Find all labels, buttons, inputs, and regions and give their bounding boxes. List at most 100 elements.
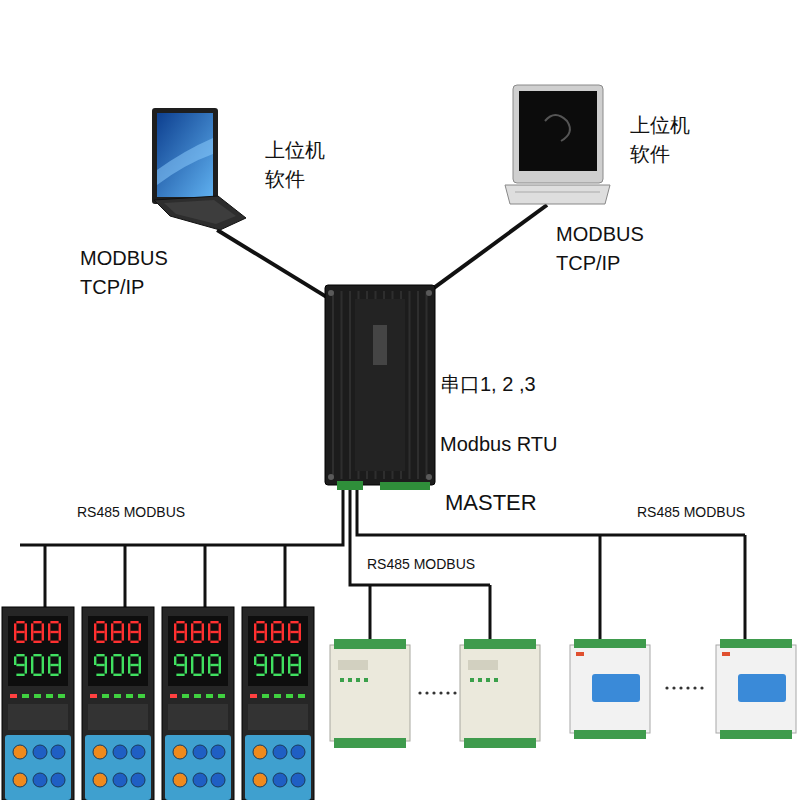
- keypad-button: [13, 773, 27, 787]
- network-cable: [217, 230, 330, 299]
- display-segment: [271, 632, 273, 641]
- front-plate: [355, 299, 405, 471]
- status-led: [348, 678, 352, 682]
- display-segment: [193, 654, 201, 656]
- display-segment: [139, 632, 141, 641]
- display-segment: [210, 641, 218, 643]
- display-segment: [42, 623, 44, 632]
- laptop-lid: [152, 108, 218, 204]
- node-text: 上位机 软件: [265, 136, 331, 194]
- keypad-panel: [165, 735, 231, 800]
- network-cable: [430, 205, 548, 291]
- display-segment: [185, 632, 187, 641]
- display-segment: [290, 621, 298, 623]
- housing-rib: [332, 291, 334, 479]
- display-segment: [128, 632, 130, 641]
- display-segment: [113, 674, 121, 676]
- display-segment: [14, 632, 16, 641]
- display-segment: [271, 623, 273, 632]
- ellipsis-dot: [700, 686, 703, 689]
- display-segment: [273, 654, 281, 656]
- mounting-screw: [426, 474, 432, 480]
- display-segment: [113, 654, 121, 656]
- display-segment: [174, 632, 176, 641]
- temperature-controller: [242, 607, 314, 800]
- display-segment: [193, 621, 201, 623]
- temperature-controller: [162, 607, 234, 800]
- display-segment: [25, 656, 27, 665]
- display-segment: [105, 632, 107, 641]
- keypad-button: [193, 745, 207, 759]
- display-segment: [16, 621, 24, 623]
- status-led: [356, 678, 360, 682]
- controller-panel: [248, 704, 308, 730]
- keypad-button: [93, 773, 107, 787]
- device-picture: [325, 285, 435, 490]
- display-segment: [111, 665, 113, 674]
- status-led: [364, 678, 368, 682]
- display-segment: [271, 665, 273, 674]
- display-segment: [176, 664, 184, 666]
- keypad-button: [173, 745, 187, 759]
- ellipsis-dot: [446, 691, 449, 694]
- display-segment: [290, 664, 298, 666]
- display-segment: [105, 623, 107, 632]
- keypad-button: [33, 773, 47, 787]
- node-text: MODBUS TCP/IP: [80, 244, 180, 302]
- screen-swirl: [545, 115, 570, 141]
- display-segment: [176, 654, 184, 656]
- display-segment: [59, 623, 61, 632]
- display-segment: [42, 665, 44, 674]
- display-segment: [185, 665, 187, 674]
- status-led: [262, 694, 269, 698]
- display-segment: [105, 656, 107, 665]
- display-segment: [299, 623, 301, 632]
- controller-panel: [8, 704, 68, 730]
- display-segment: [31, 665, 33, 674]
- io-module: [330, 639, 410, 748]
- node-text: 串口1, 2 ,3: [440, 370, 536, 399]
- node-text: 上位机 软件: [630, 111, 696, 169]
- temperature-controller: [2, 607, 74, 800]
- display-segment: [33, 621, 41, 623]
- display-segment: [299, 665, 301, 674]
- node-text: Modbus RTU: [440, 430, 557, 459]
- status-led: [298, 694, 305, 698]
- status-led: [274, 694, 281, 698]
- display-segment: [208, 656, 210, 665]
- display-segment: [273, 641, 281, 643]
- display-segment: [265, 623, 267, 632]
- keypad-button: [211, 745, 225, 759]
- display-segment: [282, 665, 284, 674]
- display-segment: [16, 631, 24, 633]
- display-segment: [14, 656, 16, 665]
- display-segment: [48, 656, 50, 665]
- display-segment: [96, 664, 104, 666]
- display-segment: [219, 623, 221, 632]
- display-segment: [122, 623, 124, 632]
- bus-label: RS485 MODBUS: [365, 556, 477, 573]
- display-segment: [16, 641, 24, 643]
- bus-label: RS485 MODBUS: [635, 504, 747, 521]
- laptop-keyboard: [164, 200, 236, 224]
- display-segment: [128, 656, 130, 665]
- laptop-screen: [519, 91, 597, 171]
- display-segment: [273, 621, 281, 623]
- display-segment: [25, 665, 27, 674]
- display-segment: [113, 631, 121, 633]
- housing-rib: [341, 291, 343, 479]
- display-segment: [31, 656, 33, 665]
- display-segment: [42, 656, 44, 665]
- display-segment: [50, 641, 58, 643]
- display-segment: [265, 665, 267, 674]
- display-segment: [130, 654, 138, 656]
- rs485-wire: [20, 490, 343, 545]
- display-segment: [265, 656, 267, 665]
- display-segment: [265, 632, 267, 641]
- display-segment: [128, 665, 130, 674]
- io-module: [460, 639, 540, 748]
- module-cover: [738, 674, 786, 702]
- module-body: [716, 645, 796, 733]
